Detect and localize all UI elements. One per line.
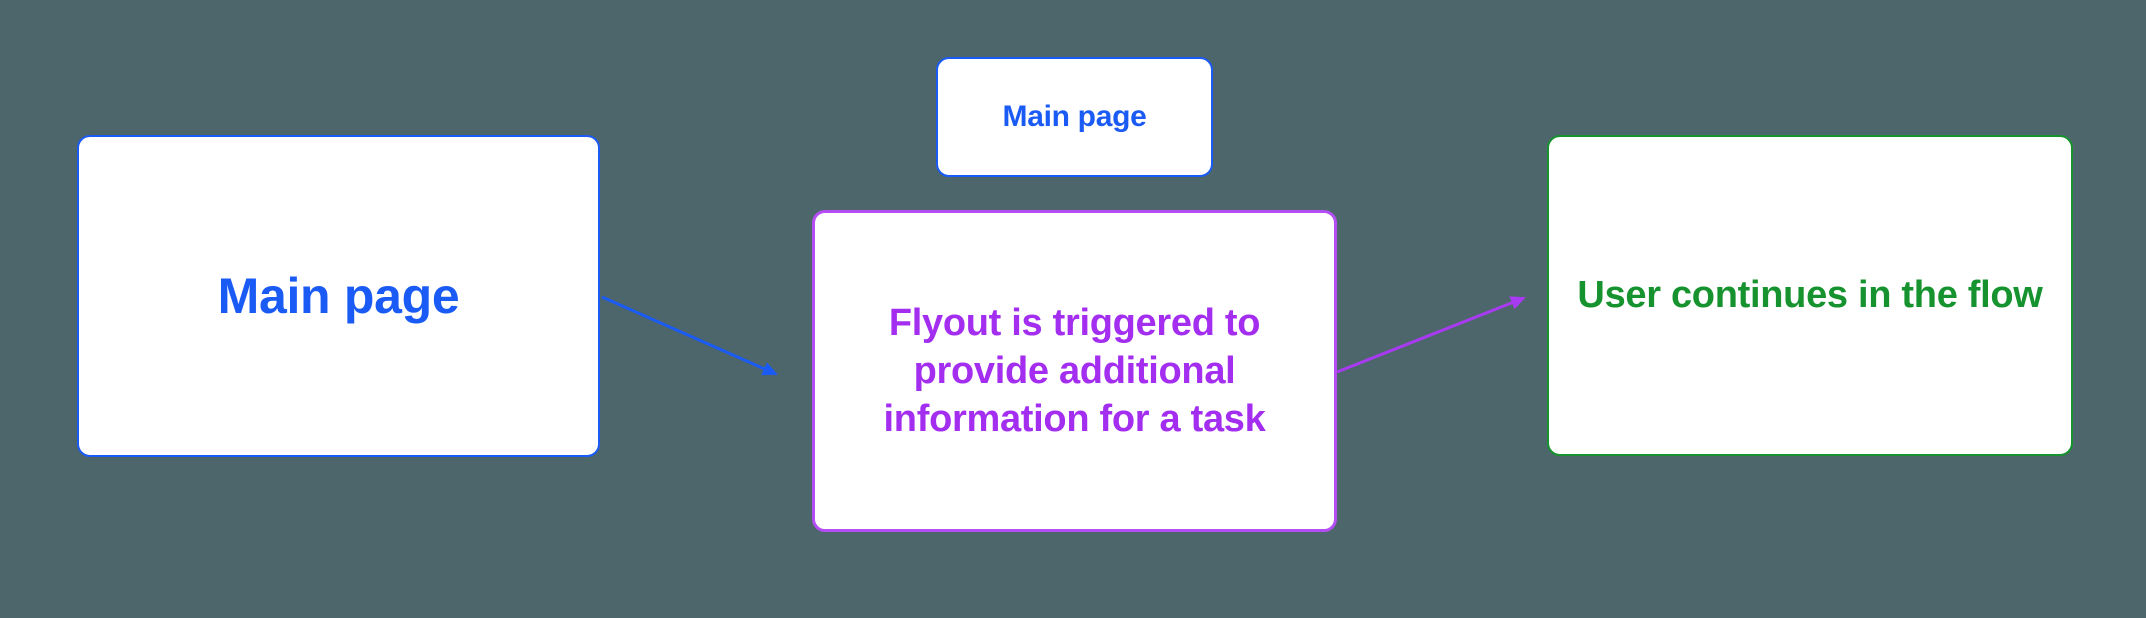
node-flyout-triggered[interactable]: Flyout is triggered to provide additiona…	[812, 210, 1337, 532]
node-main-page-label: Main page	[217, 268, 460, 324]
node-main-page-small-label: Main page	[1002, 100, 1147, 133]
arrow-main-to-flyout[interactable]	[601, 295, 778, 376]
node-flyout-triggered-label: Flyout is triggered to provide additiona…	[883, 302, 1266, 440]
node-user-continues[interactable]: User continues in the flow	[1547, 135, 2073, 456]
node-main-page-small[interactable]: Main page	[936, 57, 1213, 177]
node-user-continues-label: User continues in the flow	[1577, 274, 2043, 316]
arrow-flyout-to-continue[interactable]	[1336, 296, 1526, 374]
node-main-page[interactable]: Main page	[77, 135, 600, 457]
